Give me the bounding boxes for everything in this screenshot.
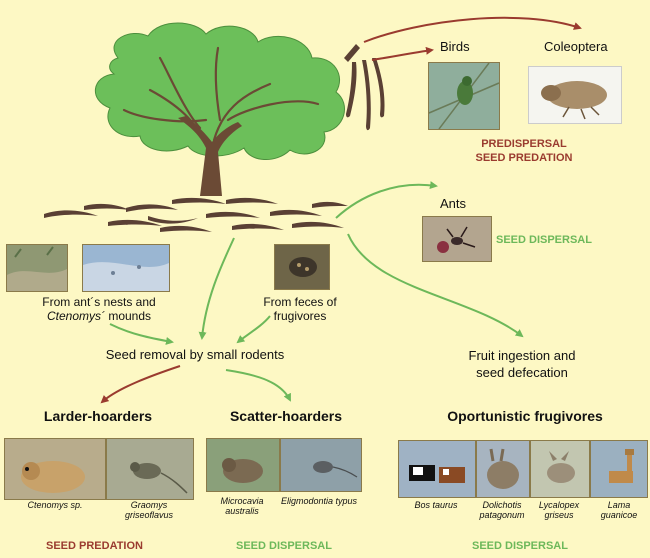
feces-source-label: From feces of frugivores: [260, 295, 340, 324]
ctenomys-caption: Ctenomys sp.: [27, 500, 83, 510]
birds-label: Birds: [440, 39, 470, 54]
ant-nests-source-label: From ant´s nests and Ctenomys´ mounds: [24, 295, 174, 324]
ctenomys-mound-photo: [82, 244, 170, 292]
lycalopex-photo: [530, 440, 590, 498]
eligmodontia-caption: Eligmodontia typus: [280, 496, 358, 506]
ctenomys-italic: Ctenomys´: [46, 308, 105, 323]
dolichotis-line2: patagonum: [479, 510, 525, 521]
lama-line1: Lama: [607, 500, 631, 510]
dolichotis-caption: Dolichotis patagonum: [474, 500, 530, 521]
feces-line2: frugivores: [273, 308, 327, 323]
ant-nest-photo: [6, 244, 68, 292]
hanging-pods: [344, 44, 385, 131]
fruit-ingestion-label: Fruit ingestion and seed defecation: [452, 348, 592, 382]
predispersal-line2: SEED PREDATION: [475, 151, 573, 164]
seed-removal-label: Seed removal by small rodents: [105, 347, 285, 362]
bos-taurus-photo: [398, 440, 476, 498]
microcavia-line1: Microcavia: [220, 496, 264, 506]
lycalopex-line2: griseus: [544, 510, 574, 521]
feces-photo: [274, 244, 330, 290]
dolichotis-line1: Dolichotis: [482, 500, 522, 510]
fallen-pods: [44, 197, 348, 232]
predispersal-line1: PREDISPERSAL: [481, 138, 567, 150]
fruit-ingestion-line2: seed defecation: [476, 364, 568, 380]
lycalopex-caption: Lycalopex griseus: [530, 500, 588, 521]
bos-taurus-caption: Bos taurus: [414, 500, 458, 510]
lama-line2: guanicoe: [600, 510, 638, 521]
feces-line1: From feces of: [263, 295, 337, 309]
dispersal-arrows: [109, 181, 524, 402]
larder-hoarders-label: Larder-hoarders: [43, 408, 153, 424]
ants-photo: [422, 216, 492, 262]
lama-caption: Lama guanicoe: [592, 500, 646, 521]
ant-nests-line2: Ctenomys´ mounds: [24, 308, 174, 324]
microcavia-photo: [206, 438, 280, 492]
ant-nests-line1: From ant´s nests and: [42, 295, 156, 309]
graomys-line2: griseoflavus: [124, 510, 174, 521]
predation-arrow: [100, 365, 181, 404]
dolichotis-photo: [476, 440, 530, 498]
seed-predation-outcome: SEED PREDATION: [46, 540, 143, 552]
graomys-photo: [106, 438, 194, 500]
tree-illustration: [94, 22, 345, 196]
coleoptera-photo: [528, 66, 622, 124]
ctenomys-photo: [4, 438, 106, 500]
seed-dispersal-outcome-right: SEED DISPERSAL: [472, 540, 568, 552]
lycalopex-line1: Lycalopex: [538, 500, 580, 510]
microcavia-line2: australis: [225, 506, 259, 517]
graomys-line1: Graomys: [130, 500, 168, 510]
predispersal-label: PREDISPERSAL SEED PREDATION: [462, 138, 586, 166]
predispersal-arrows: [363, 16, 582, 61]
lama-photo: [590, 440, 648, 498]
seed-dispersal-outcome-mid: SEED DISPERSAL: [236, 540, 332, 552]
ants-label: Ants: [440, 196, 467, 211]
fruit-ingestion-line1: Fruit ingestion and: [468, 348, 576, 363]
coleoptera-label: Coleoptera: [544, 39, 608, 54]
ants-seed-dispersal-label: SEED DISPERSAL: [496, 234, 592, 246]
bird-photo: [428, 62, 500, 130]
mounds-text: mounds: [104, 308, 152, 323]
oportunistic-frugivores-label: Oportunistic frugivores: [447, 408, 603, 424]
graomys-caption: Graomys griseoflavus: [114, 500, 184, 521]
microcavia-caption: Microcavia australis: [210, 496, 274, 517]
eligmodontia-photo: [280, 438, 362, 492]
scatter-hoarders-label: Scatter-hoarders: [229, 408, 343, 424]
